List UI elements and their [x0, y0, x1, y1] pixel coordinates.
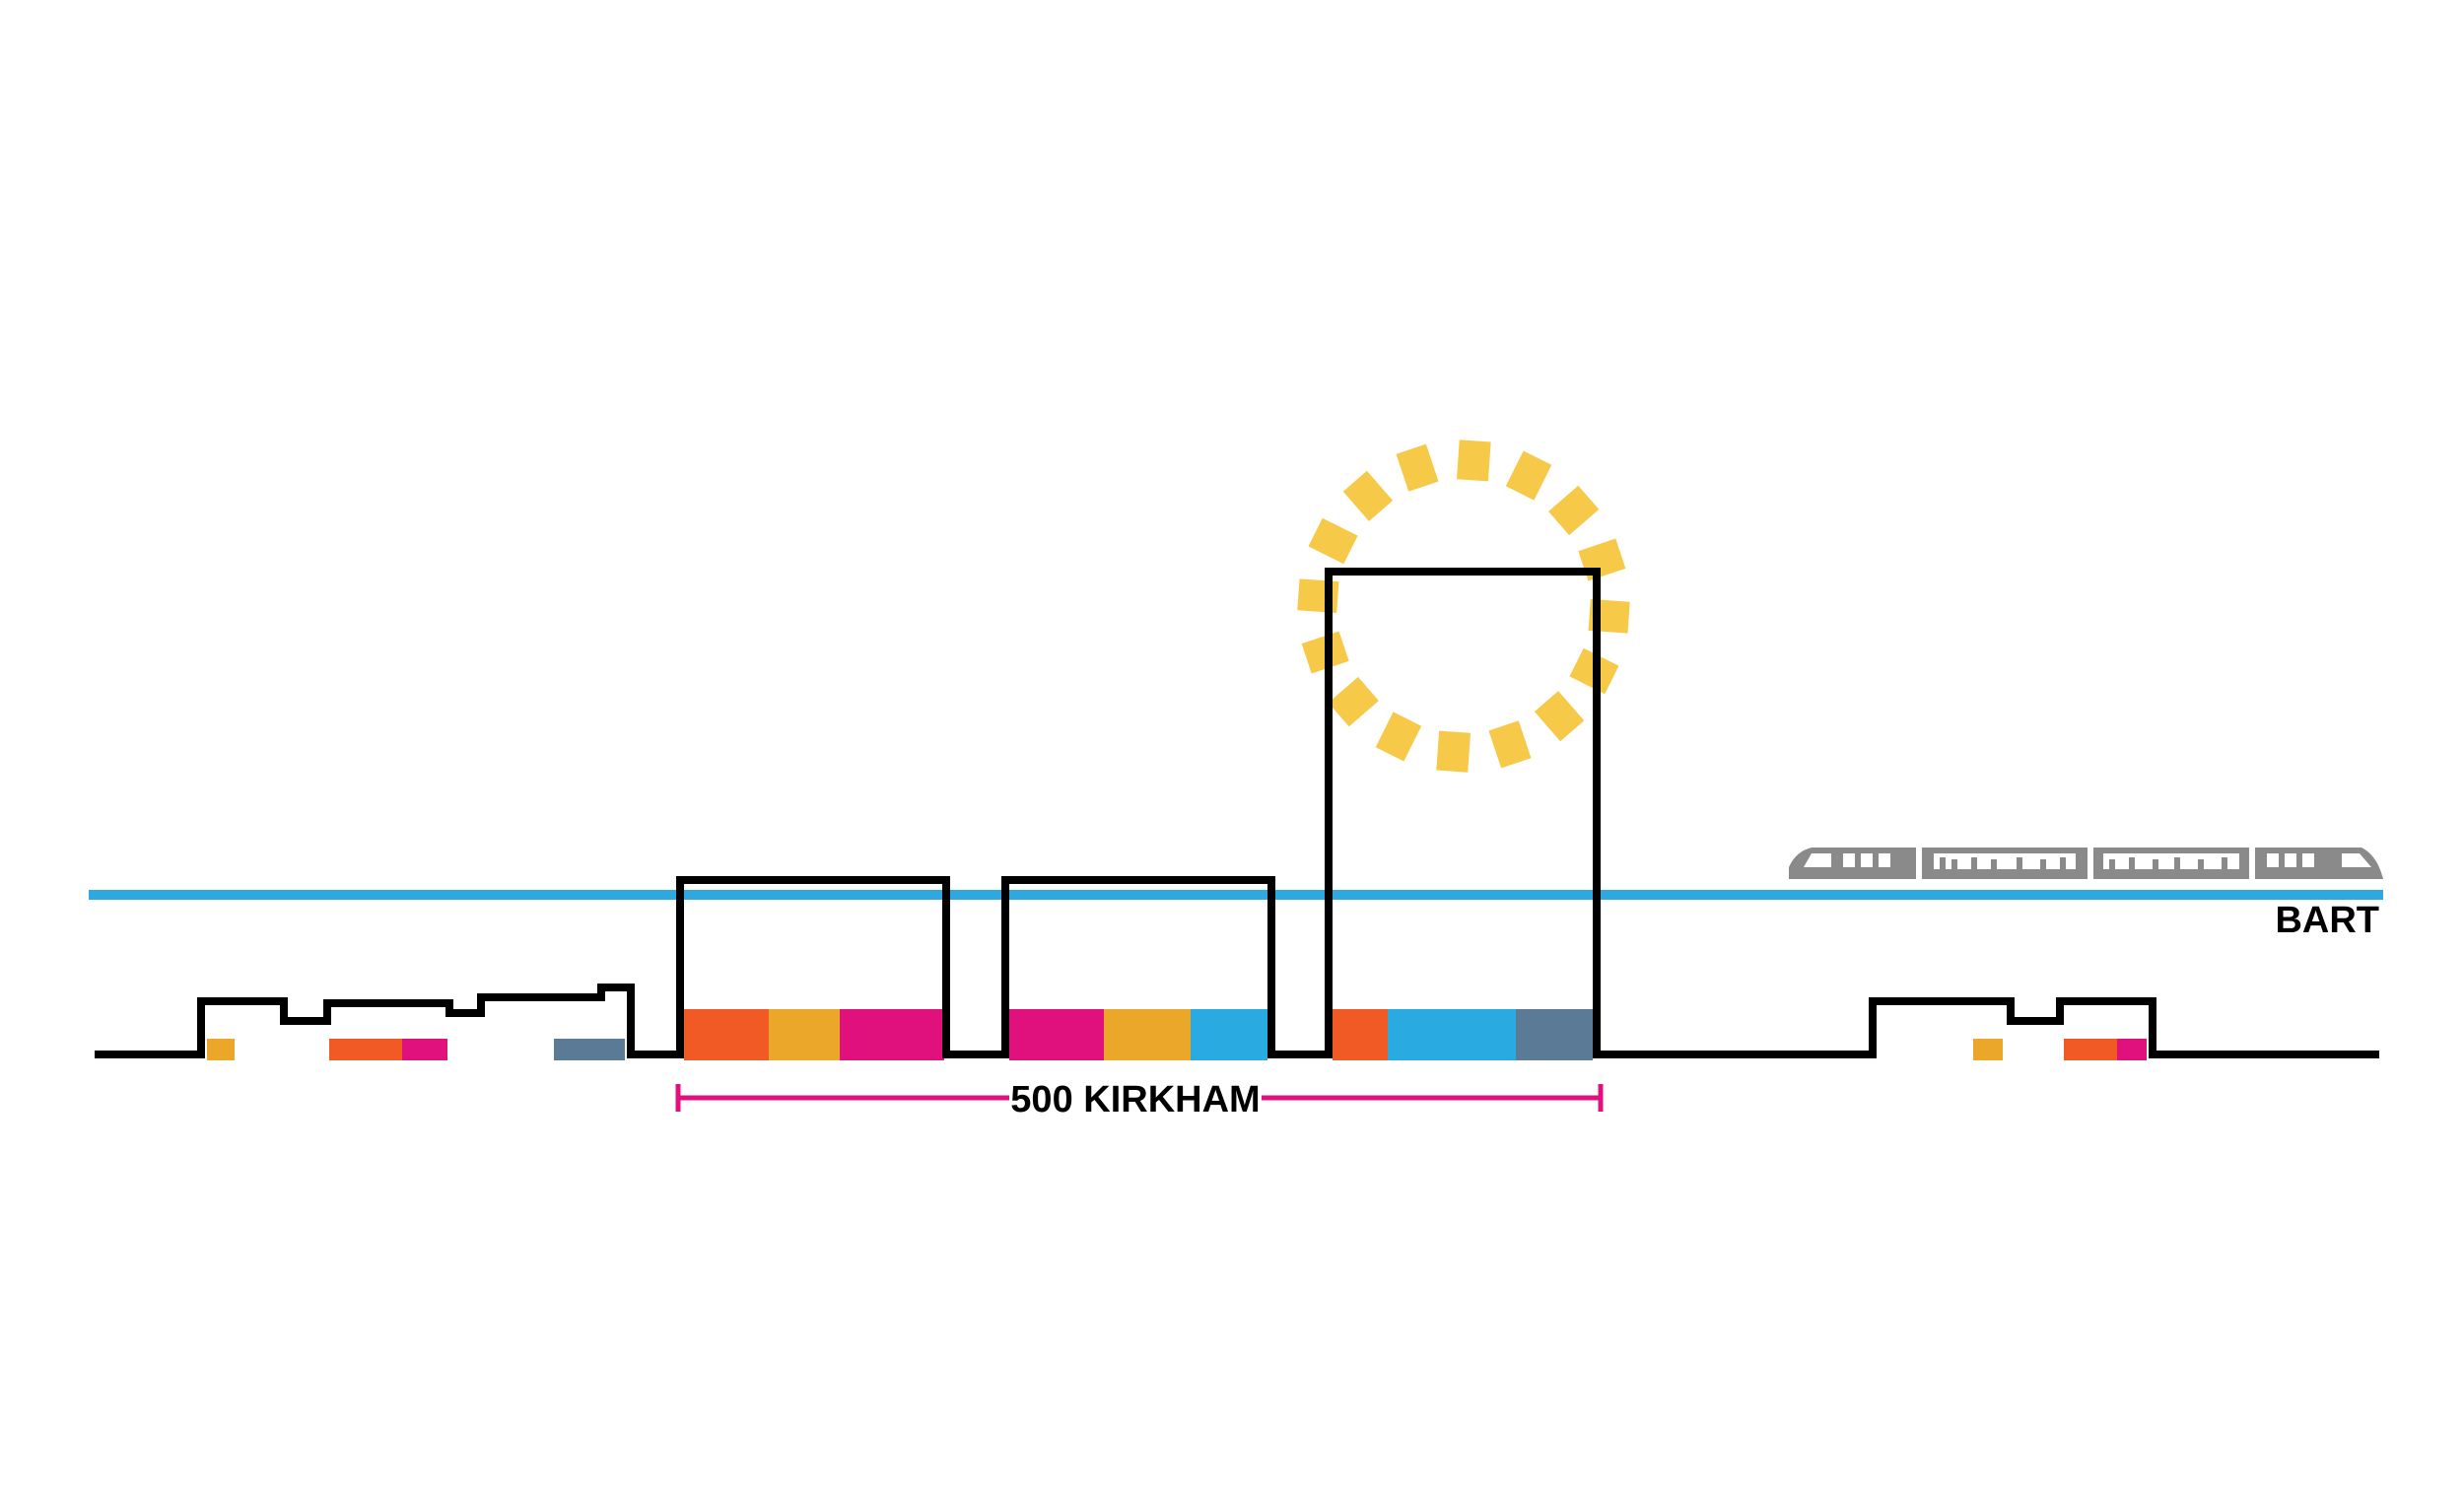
- sun-ray: [1548, 485, 1600, 536]
- project-label: 500 KIRKHAM: [1010, 1079, 1260, 1120]
- use-block-magenta: [402, 1039, 447, 1060]
- use-block-orange: [329, 1039, 402, 1060]
- use-block-amber: [1973, 1039, 2003, 1060]
- sun-ray: [1488, 720, 1532, 769]
- sun-ray: [1297, 578, 1339, 614]
- sun-ray: [1436, 730, 1472, 773]
- skyline-outline: [95, 568, 2379, 1058]
- use-blocks: [207, 1009, 2147, 1060]
- use-block-magenta: [2117, 1039, 2147, 1060]
- sun-ray: [1505, 450, 1552, 501]
- use-block-amber: [207, 1039, 235, 1060]
- use-block-orange: [2064, 1039, 2117, 1060]
- use-block-sky: [1388, 1009, 1516, 1060]
- use-block-sky: [1191, 1009, 1267, 1060]
- bart-label: BART: [2275, 900, 2379, 941]
- sun-ray: [1534, 691, 1585, 742]
- use-block-amber: [769, 1009, 840, 1060]
- use-block-slate: [554, 1039, 625, 1060]
- use-block-slate: [1516, 1009, 1593, 1060]
- sun-ray: [1342, 470, 1394, 521]
- project-dimension: [675, 1084, 1604, 1112]
- sun-ray: [1375, 712, 1422, 762]
- sun-ray: [1308, 517, 1358, 565]
- sun-icon: [1297, 440, 1630, 773]
- train-icon: [1789, 848, 2383, 879]
- use-block-amber: [1104, 1009, 1191, 1060]
- sun-ray: [1396, 443, 1439, 492]
- sun-ray: [1456, 440, 1491, 482]
- sun-ray: [1328, 676, 1379, 727]
- use-block-orange: [684, 1009, 769, 1060]
- use-block-magenta: [1009, 1009, 1104, 1060]
- use-block-magenta: [840, 1009, 944, 1060]
- use-block-orange: [1333, 1009, 1388, 1060]
